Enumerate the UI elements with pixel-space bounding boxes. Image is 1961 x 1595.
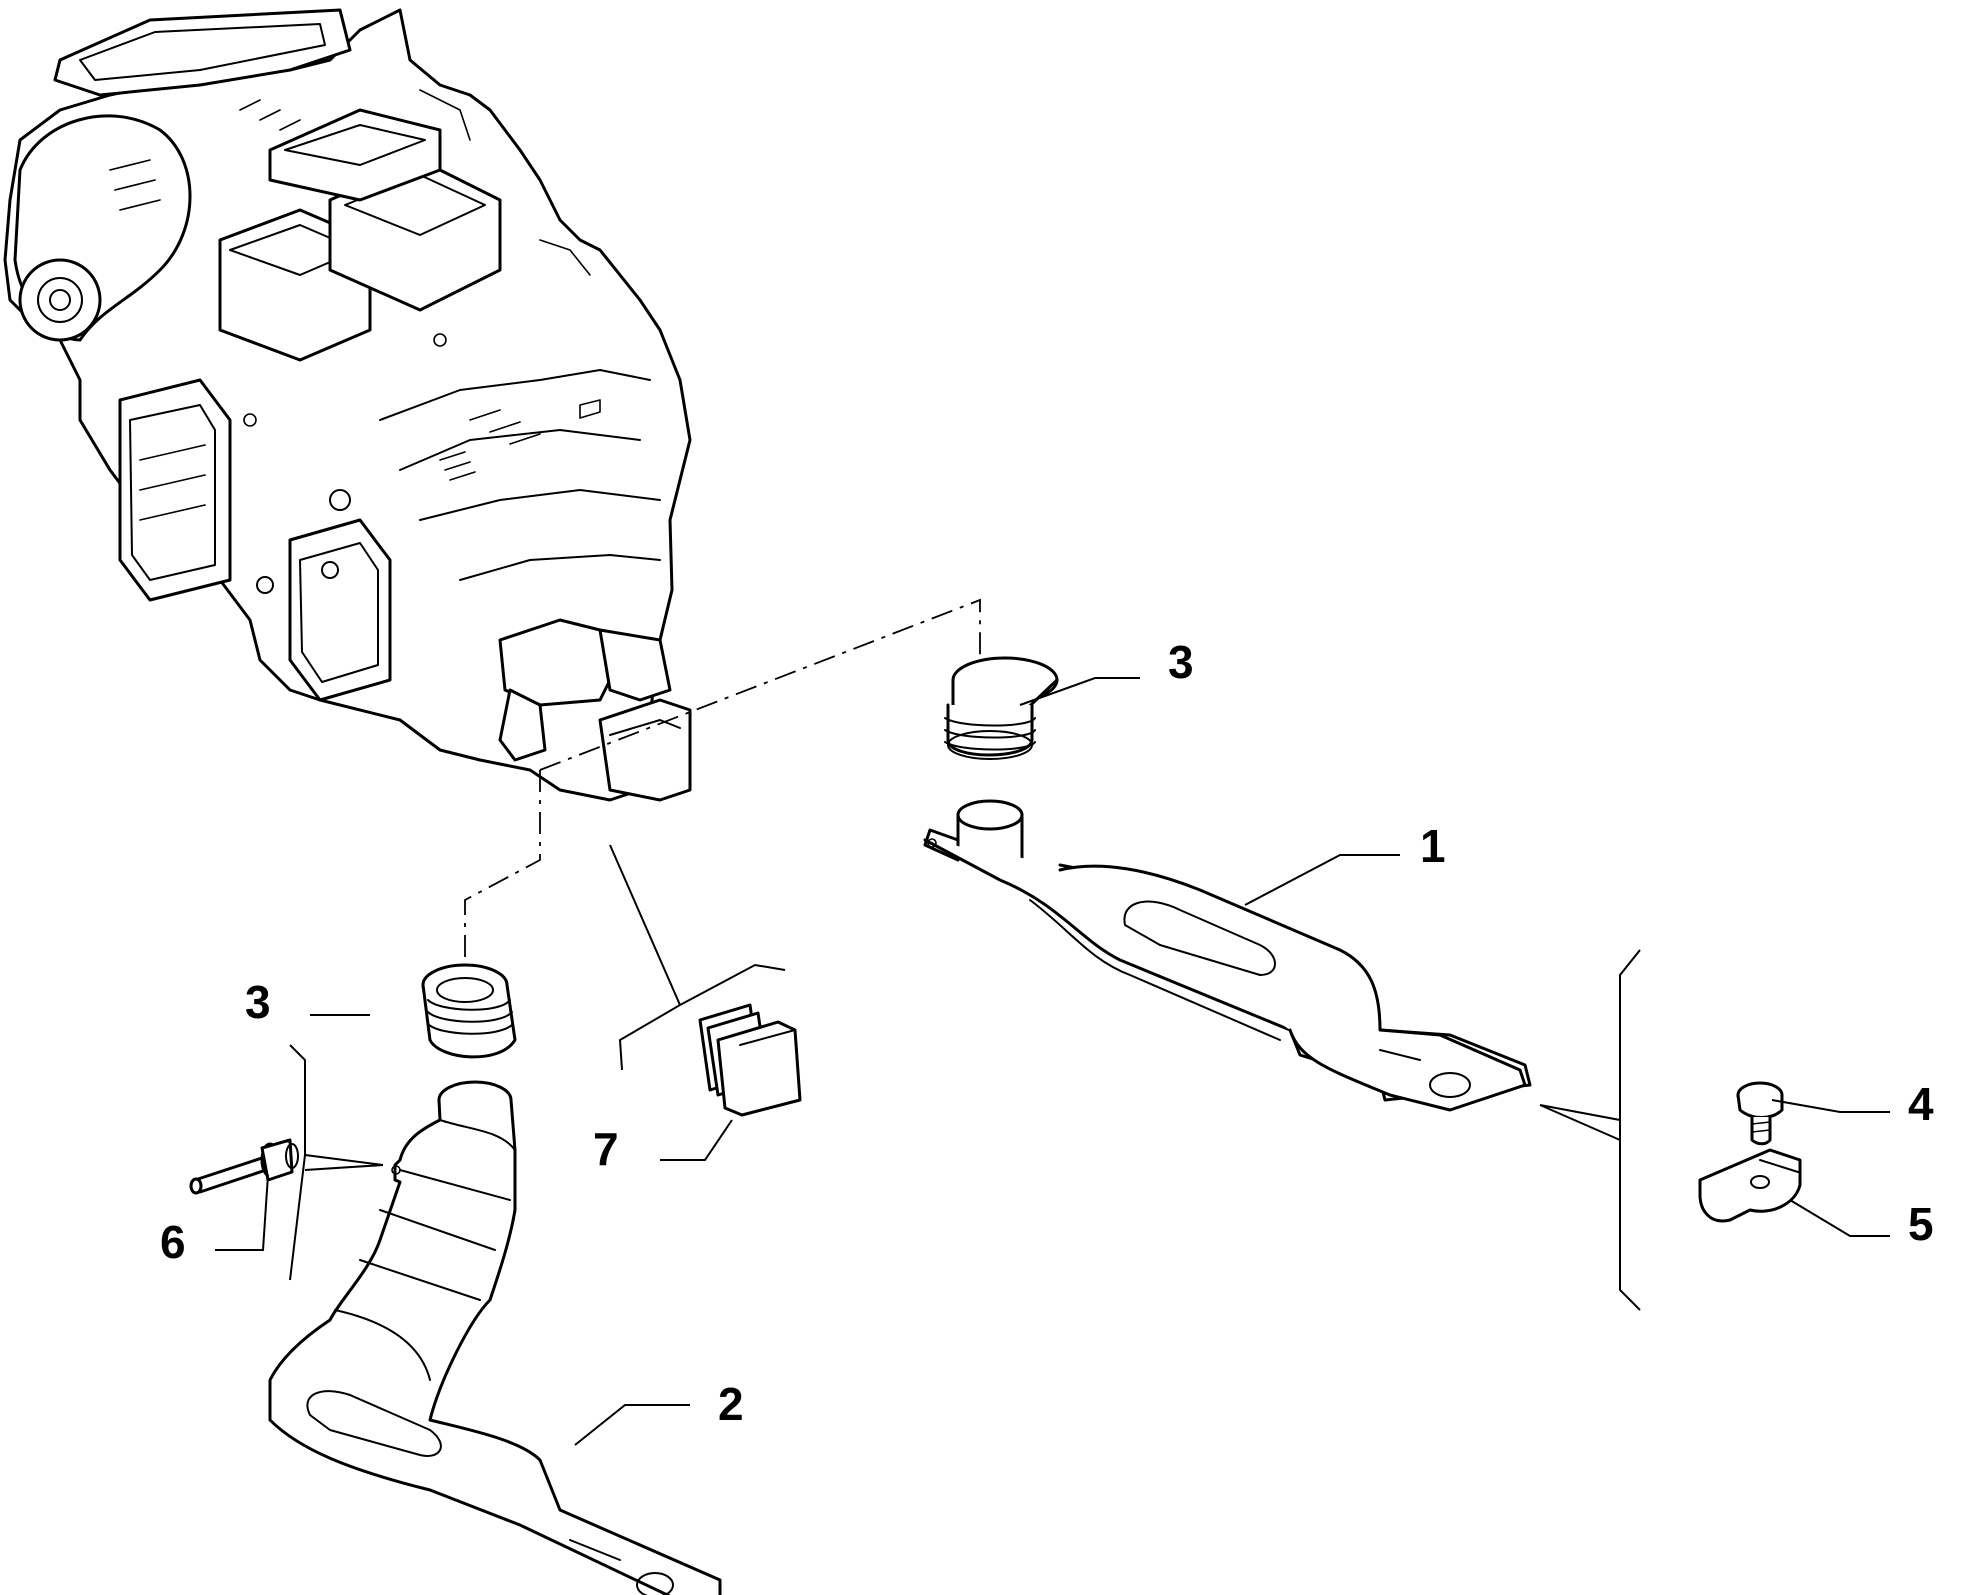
callout-7: 7 — [593, 1123, 619, 1175]
callout-2: 2 — [718, 1378, 744, 1430]
group-brackets — [289, 844, 1641, 1311]
assembly-guide-lines — [464, 598, 981, 960]
rear-footwell-air-duct-left — [268, 1080, 722, 1595]
duct-connector-sleeve-lower — [421, 963, 517, 1059]
screw — [1736, 1081, 1784, 1146]
heater-blower-unit-assembly — [3, 8, 692, 802]
callout-leaders — [215, 677, 1890, 1446]
push-rivet — [189, 1138, 299, 1195]
callout-4: 4 — [1908, 1078, 1934, 1130]
duct-connector-sleeve-upper — [944, 656, 1059, 760]
fastening-clip — [1698, 1148, 1802, 1223]
callout-3b: 3 — [245, 976, 271, 1028]
rear-footwell-air-duct-right — [923, 799, 1532, 1112]
callout-5: 5 — [1908, 1198, 1934, 1250]
callout-1: 1 — [1420, 820, 1446, 872]
cap-plug — [698, 1003, 802, 1117]
callout-6: 6 — [160, 1216, 186, 1268]
callout-3a: 3 — [1168, 636, 1194, 688]
